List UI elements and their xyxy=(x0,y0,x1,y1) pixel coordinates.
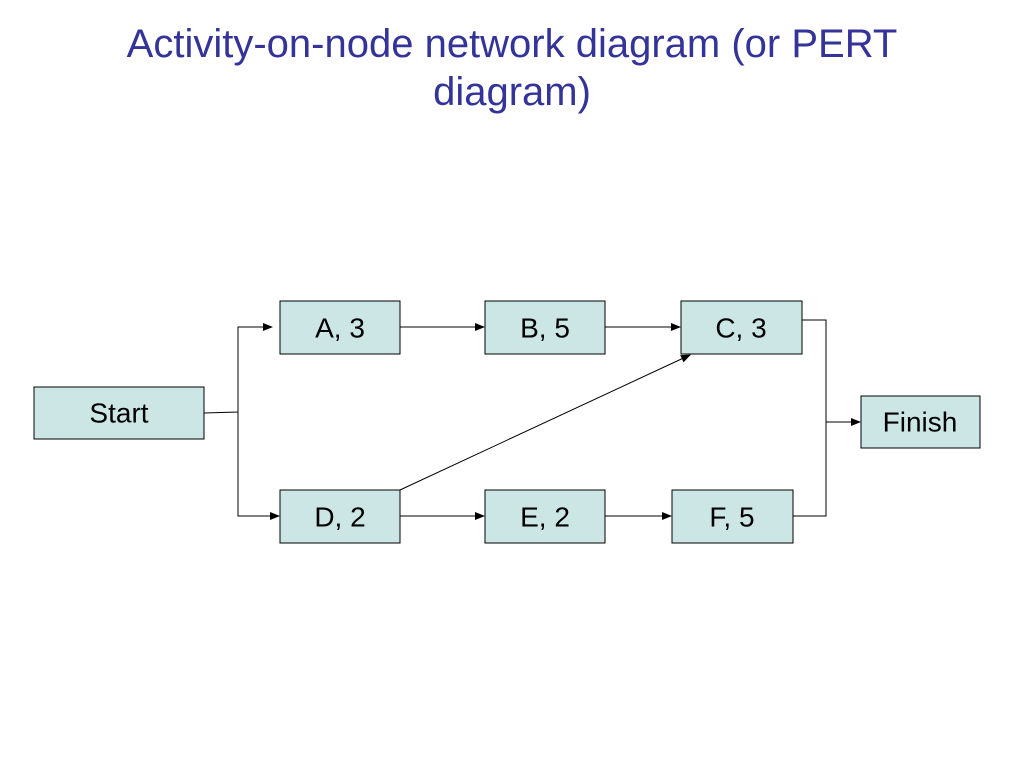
page-title-line2: diagram) xyxy=(433,70,591,114)
node-d: D, 2 xyxy=(279,489,401,544)
node-f-label: F, 5 xyxy=(709,502,754,533)
node-finish-label: Finish xyxy=(883,407,958,438)
node-finish: Finish xyxy=(860,395,981,449)
node-e-label: E, 2 xyxy=(520,502,570,533)
node-start-label: Start xyxy=(89,398,148,429)
node-a-label: A, 3 xyxy=(315,313,365,344)
edge-d-c xyxy=(399,354,691,491)
node-start: Start xyxy=(33,386,205,440)
node-b: B, 5 xyxy=(484,300,606,355)
node-a: A, 3 xyxy=(279,300,401,355)
node-b-label: B, 5 xyxy=(520,313,570,344)
page-title: Activity-on-node network diagram (or PER… xyxy=(40,20,984,116)
edges xyxy=(203,319,861,520)
node-c: C, 3 xyxy=(680,300,803,355)
edge-c-finish xyxy=(802,319,861,426)
node-f: F, 5 xyxy=(671,489,794,544)
node-c-label: C, 3 xyxy=(715,313,766,344)
node-d-label: D, 2 xyxy=(314,502,365,533)
edge-f-finish xyxy=(793,422,827,517)
page-title-line1: Activity-on-node network diagram (or PER… xyxy=(126,22,898,66)
edge-start-d xyxy=(237,412,280,520)
node-e: E, 2 xyxy=(484,489,606,544)
edge-start-a xyxy=(203,323,273,414)
